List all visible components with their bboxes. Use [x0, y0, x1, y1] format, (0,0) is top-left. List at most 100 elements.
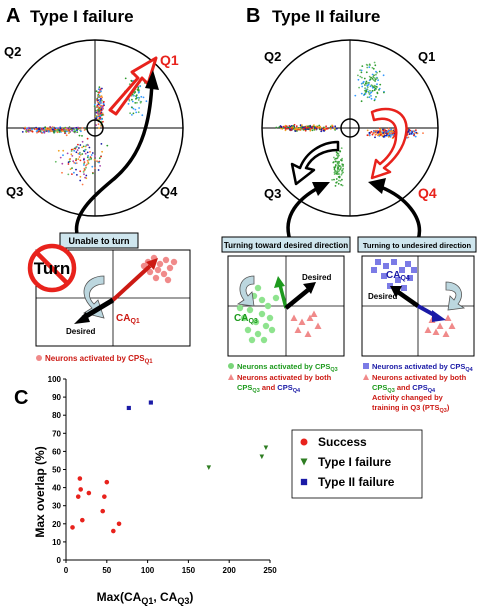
panel-b-left-desired-vector [284, 288, 310, 310]
neuron-dot [368, 131, 371, 134]
neuron-dot [131, 93, 134, 96]
neuron-dot [376, 91, 379, 94]
neuron-dot [70, 153, 73, 156]
neuron-dot [134, 102, 137, 104]
data-point-square [148, 400, 153, 405]
panel-a: A Type I failure Q2 Q1 Q3 Q4 Unable to t… [4, 5, 191, 365]
neuron-dot [373, 61, 376, 64]
neuron-dot [371, 89, 374, 92]
neuron-dot [68, 132, 70, 135]
neuron-dot [77, 158, 80, 161]
neuron-dot [98, 161, 100, 164]
neuron-dot [366, 88, 369, 91]
neuron-dot [366, 134, 369, 137]
neuron-dot [81, 153, 84, 155]
panel-b-letter: B [246, 5, 260, 27]
neuron-dot [385, 134, 388, 137]
data-point-circle [104, 479, 110, 485]
neuron-dot [366, 66, 369, 69]
neuron-dot [335, 178, 338, 180]
neuron-dot [318, 128, 321, 131]
neuron-dot [25, 130, 27, 133]
neuron-dot [67, 163, 70, 165]
neuron-cluster-dot [262, 322, 270, 330]
panel-c-letter: C [14, 387, 28, 409]
panel-a-ca-vector [111, 264, 152, 302]
neuron-dot [392, 133, 395, 136]
panel-a-no-turn-sign: Turn [27, 243, 77, 293]
neuron-dot [42, 131, 45, 134]
neuron-dot [66, 152, 69, 155]
neuron-dot [62, 154, 64, 157]
neuron-cluster-dot [442, 330, 450, 337]
x-tick-label: 0 [64, 566, 69, 575]
neuron-dot [332, 161, 335, 164]
neuron-dot [61, 171, 63, 174]
neuron-dot [51, 130, 54, 133]
neuron-dot [81, 135, 83, 137]
neuron-dot [137, 89, 140, 92]
neuron-dot [412, 133, 414, 135]
neuron-dot [373, 84, 376, 87]
data-point-triangle [259, 454, 265, 460]
neuron-dot [309, 125, 311, 128]
panel-b-left-connector [286, 186, 319, 241]
neuron-dot [68, 158, 71, 161]
neuron-dot [335, 127, 338, 130]
neuron-dot [86, 159, 89, 162]
neuron-dot [359, 75, 362, 78]
neuron-dot [369, 78, 372, 81]
y-tick-label: 100 [48, 375, 62, 384]
neuron-dot [375, 96, 377, 98]
neuron-cluster-dot [146, 268, 154, 276]
neuron-dot [29, 128, 32, 131]
panel-b-right-connector [377, 184, 422, 241]
neuron-dot [46, 128, 49, 131]
y-tick-label: 60 [52, 447, 61, 456]
neuron-dot [341, 170, 343, 172]
neuron-dot [86, 156, 89, 159]
neuron-cluster-dot [236, 304, 244, 312]
neuron-dot [371, 86, 374, 89]
neuron-dot [361, 85, 364, 88]
panel-b-q4-turn-arrow [370, 107, 408, 180]
neuron-cluster-dot [375, 259, 381, 265]
neuron-dot [98, 89, 101, 91]
neuron-dot [379, 130, 381, 133]
neuron-dot [61, 162, 64, 165]
neuron-dot [102, 100, 105, 103]
neuron-dot [319, 125, 322, 128]
neuron-dot [331, 127, 334, 129]
neuron-dot [370, 76, 372, 79]
neuron-dot [102, 102, 105, 105]
panel-b-right-legend3-line1: Activity changed by [372, 393, 444, 402]
neuron-dot [309, 129, 312, 132]
neuron-dot [138, 91, 141, 93]
neuron-dot [337, 166, 340, 169]
neuron-cluster-dot [240, 314, 248, 322]
neuron-dot [98, 127, 100, 129]
neuron-dot [365, 71, 368, 74]
neuron-dot [364, 87, 366, 90]
neuron-dot [320, 128, 323, 131]
neuron-dot [47, 130, 50, 133]
neuron-dot [284, 129, 287, 132]
panel-b-center-ring [340, 118, 360, 138]
neuron-dot [73, 128, 76, 130]
neuron-dot [374, 134, 377, 136]
neuron-dot [284, 124, 287, 127]
neuron-dot [60, 128, 63, 131]
neuron-dot [284, 127, 287, 130]
neuron-dot [299, 129, 302, 132]
neuron-dot [135, 98, 137, 100]
neuron-dot [370, 95, 372, 97]
neuron-dot [94, 167, 96, 170]
neuron-dot [376, 129, 378, 132]
y-tick-label: 30 [52, 502, 61, 511]
neuron-dot [301, 124, 303, 126]
neuron-dot [44, 126, 47, 128]
neuron-dot [84, 176, 86, 179]
neuron-dot [69, 168, 72, 171]
